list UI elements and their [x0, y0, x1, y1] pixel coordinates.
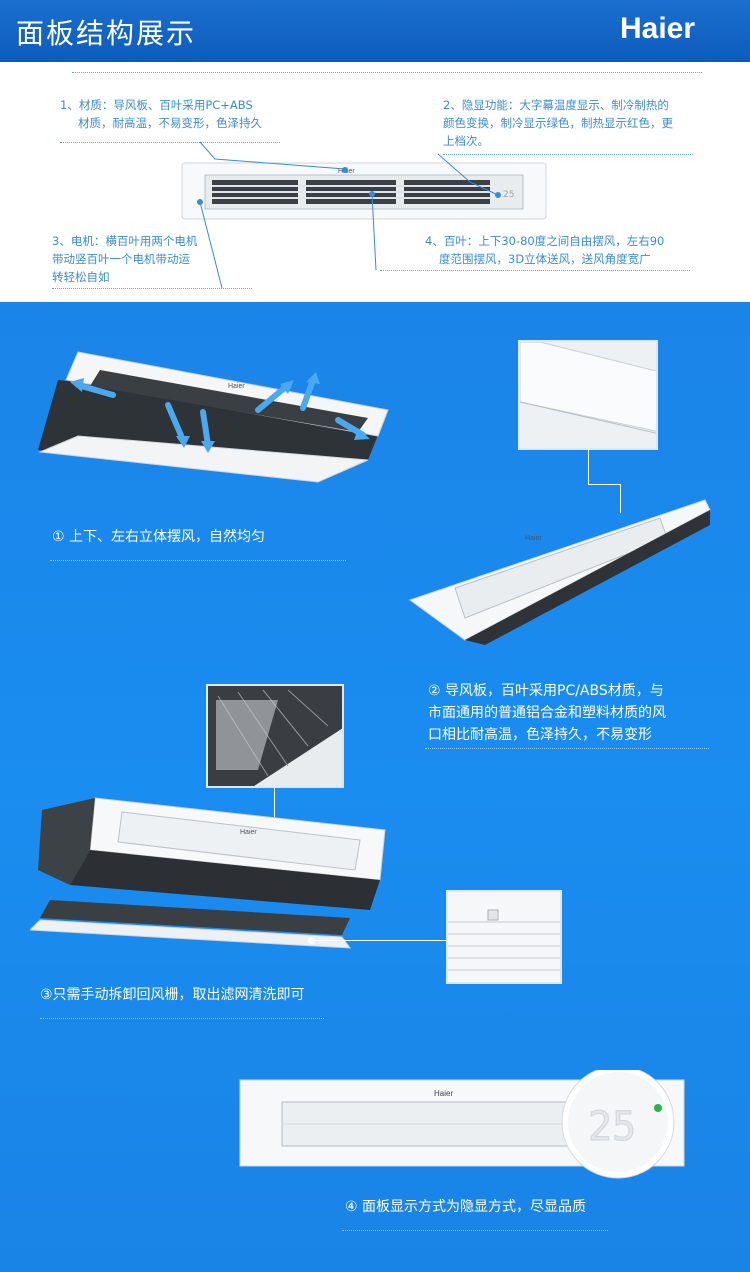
- callout-hidden-display-line3: 上档次。: [443, 134, 489, 148]
- haier-logo: Haier: [620, 12, 695, 46]
- callout-louver: 4、百叶：上下30-80度之间自由摆风，左右90 度范围摆风，3D立体送风，送风…: [425, 232, 695, 268]
- panel-closeup-image: [518, 340, 658, 450]
- feature-3-underline: [40, 1018, 324, 1019]
- unit-display-digits: 25: [503, 190, 514, 200]
- airflow-unit-logo: Haier: [228, 383, 245, 390]
- callout-hidden-display-underline: [443, 154, 693, 155]
- header-bar: [0, 0, 750, 62]
- panel-angled-logo: Haier: [525, 535, 542, 542]
- display-temperature: 25: [588, 1104, 636, 1150]
- callout-motor-underline: [52, 288, 252, 289]
- display-panel-logo: Haier: [434, 1089, 453, 1098]
- panel-illustration: Haier 25: [181, 141, 547, 289]
- callout-motor-line1: 3、电机：横百叶用两个电机: [52, 234, 198, 248]
- feature-3-text: ③只需手动拆卸回风栅，取出滤网清洗即可: [40, 987, 305, 1003]
- grille-leader-dot: [308, 937, 315, 944]
- callout-material-underline: [60, 142, 280, 143]
- page-title: 面板结构展示: [16, 17, 197, 50]
- callout-louver-line1: 4、百叶：上下30-80度之间自由摆风，左右90: [425, 234, 665, 248]
- display-panel-image: Haier 25: [239, 1070, 685, 1179]
- grille-closeup-image: [446, 890, 562, 984]
- callout-louver-underline: [380, 270, 690, 271]
- grille-leader: [312, 940, 446, 941]
- callout-material: 1、材质：导风板、百叶采用PC+ABS 材质，耐高温，不易变形，色泽持久: [60, 96, 300, 132]
- brand-logo-text: Haier: [620, 12, 696, 45]
- filter-leader: [274, 788, 275, 840]
- feature-1-text: ① 上下、左右立体摆风，自然均匀: [52, 529, 266, 545]
- callout-motor: 3、电机：横百叶用两个电机 带动竖百叶一个电机带动运 转轻松自如: [52, 232, 232, 286]
- closeup-leader-h: [588, 484, 620, 485]
- airflow-unit-image: Haier: [38, 351, 389, 483]
- callout-material-line2: 材质，耐高温，不易变形，色泽持久: [78, 116, 262, 130]
- feature-1-underline: [50, 560, 346, 561]
- panel-angled-image: Haier: [408, 499, 711, 645]
- feature-2-line3: 口相比耐高温，色泽持久，不易变形: [428, 727, 652, 743]
- callout-material-line1: 1、材质：导风板、百叶采用PC+ABS: [60, 98, 253, 112]
- callout-motor-line3: 转轻松自如: [52, 270, 110, 284]
- callout-hidden-display-line1: 2、隐显功能：大字幕温度显示、制冷制热的: [443, 98, 669, 112]
- feature-4-underline: [342, 1230, 608, 1231]
- callout-hidden-display: 2、隐显功能：大字幕温度显示、制冷制热的 颜色变换，制冷显示绿色，制热显示红色，…: [443, 96, 703, 150]
- closeup-leader-v: [588, 450, 589, 484]
- callout-motor-line2: 带动竖百叶一个电机带动运: [52, 252, 190, 266]
- callout-hidden-display-line2: 颜色变换，制冷显示绿色，制热显示红色，更: [443, 116, 673, 130]
- feature-2-text: ② 导风板，百叶采用PC/ABS材质，与 市面通用的普通铝合金和塑料材质的风 口…: [428, 680, 728, 746]
- top-divider: [72, 72, 702, 73]
- structure-diagram: 1、材质：导风板、百叶采用PC+ABS 材质，耐高温，不易变形，色泽持久 2、隐…: [0, 62, 750, 302]
- filter-closeup-image: [206, 684, 344, 788]
- feature-2-underline: [425, 748, 709, 749]
- feature-4-text: ④ 面板显示方式为隐显方式，尽显品质: [345, 1199, 586, 1215]
- filter-unit-image: Haier: [30, 797, 386, 949]
- feature-2-line2: 市面通用的普通铝合金和塑料材质的风: [428, 705, 666, 721]
- callout-louver-line2: 度范围摆风，3D立体送风，送风角度宽广: [439, 252, 651, 266]
- feature-2-line1: ② 导风板，百叶采用PC/ABS材质，与: [428, 683, 664, 699]
- filter-unit-logo: Haier: [240, 829, 257, 836]
- closeup-leader-v2: [620, 484, 621, 514]
